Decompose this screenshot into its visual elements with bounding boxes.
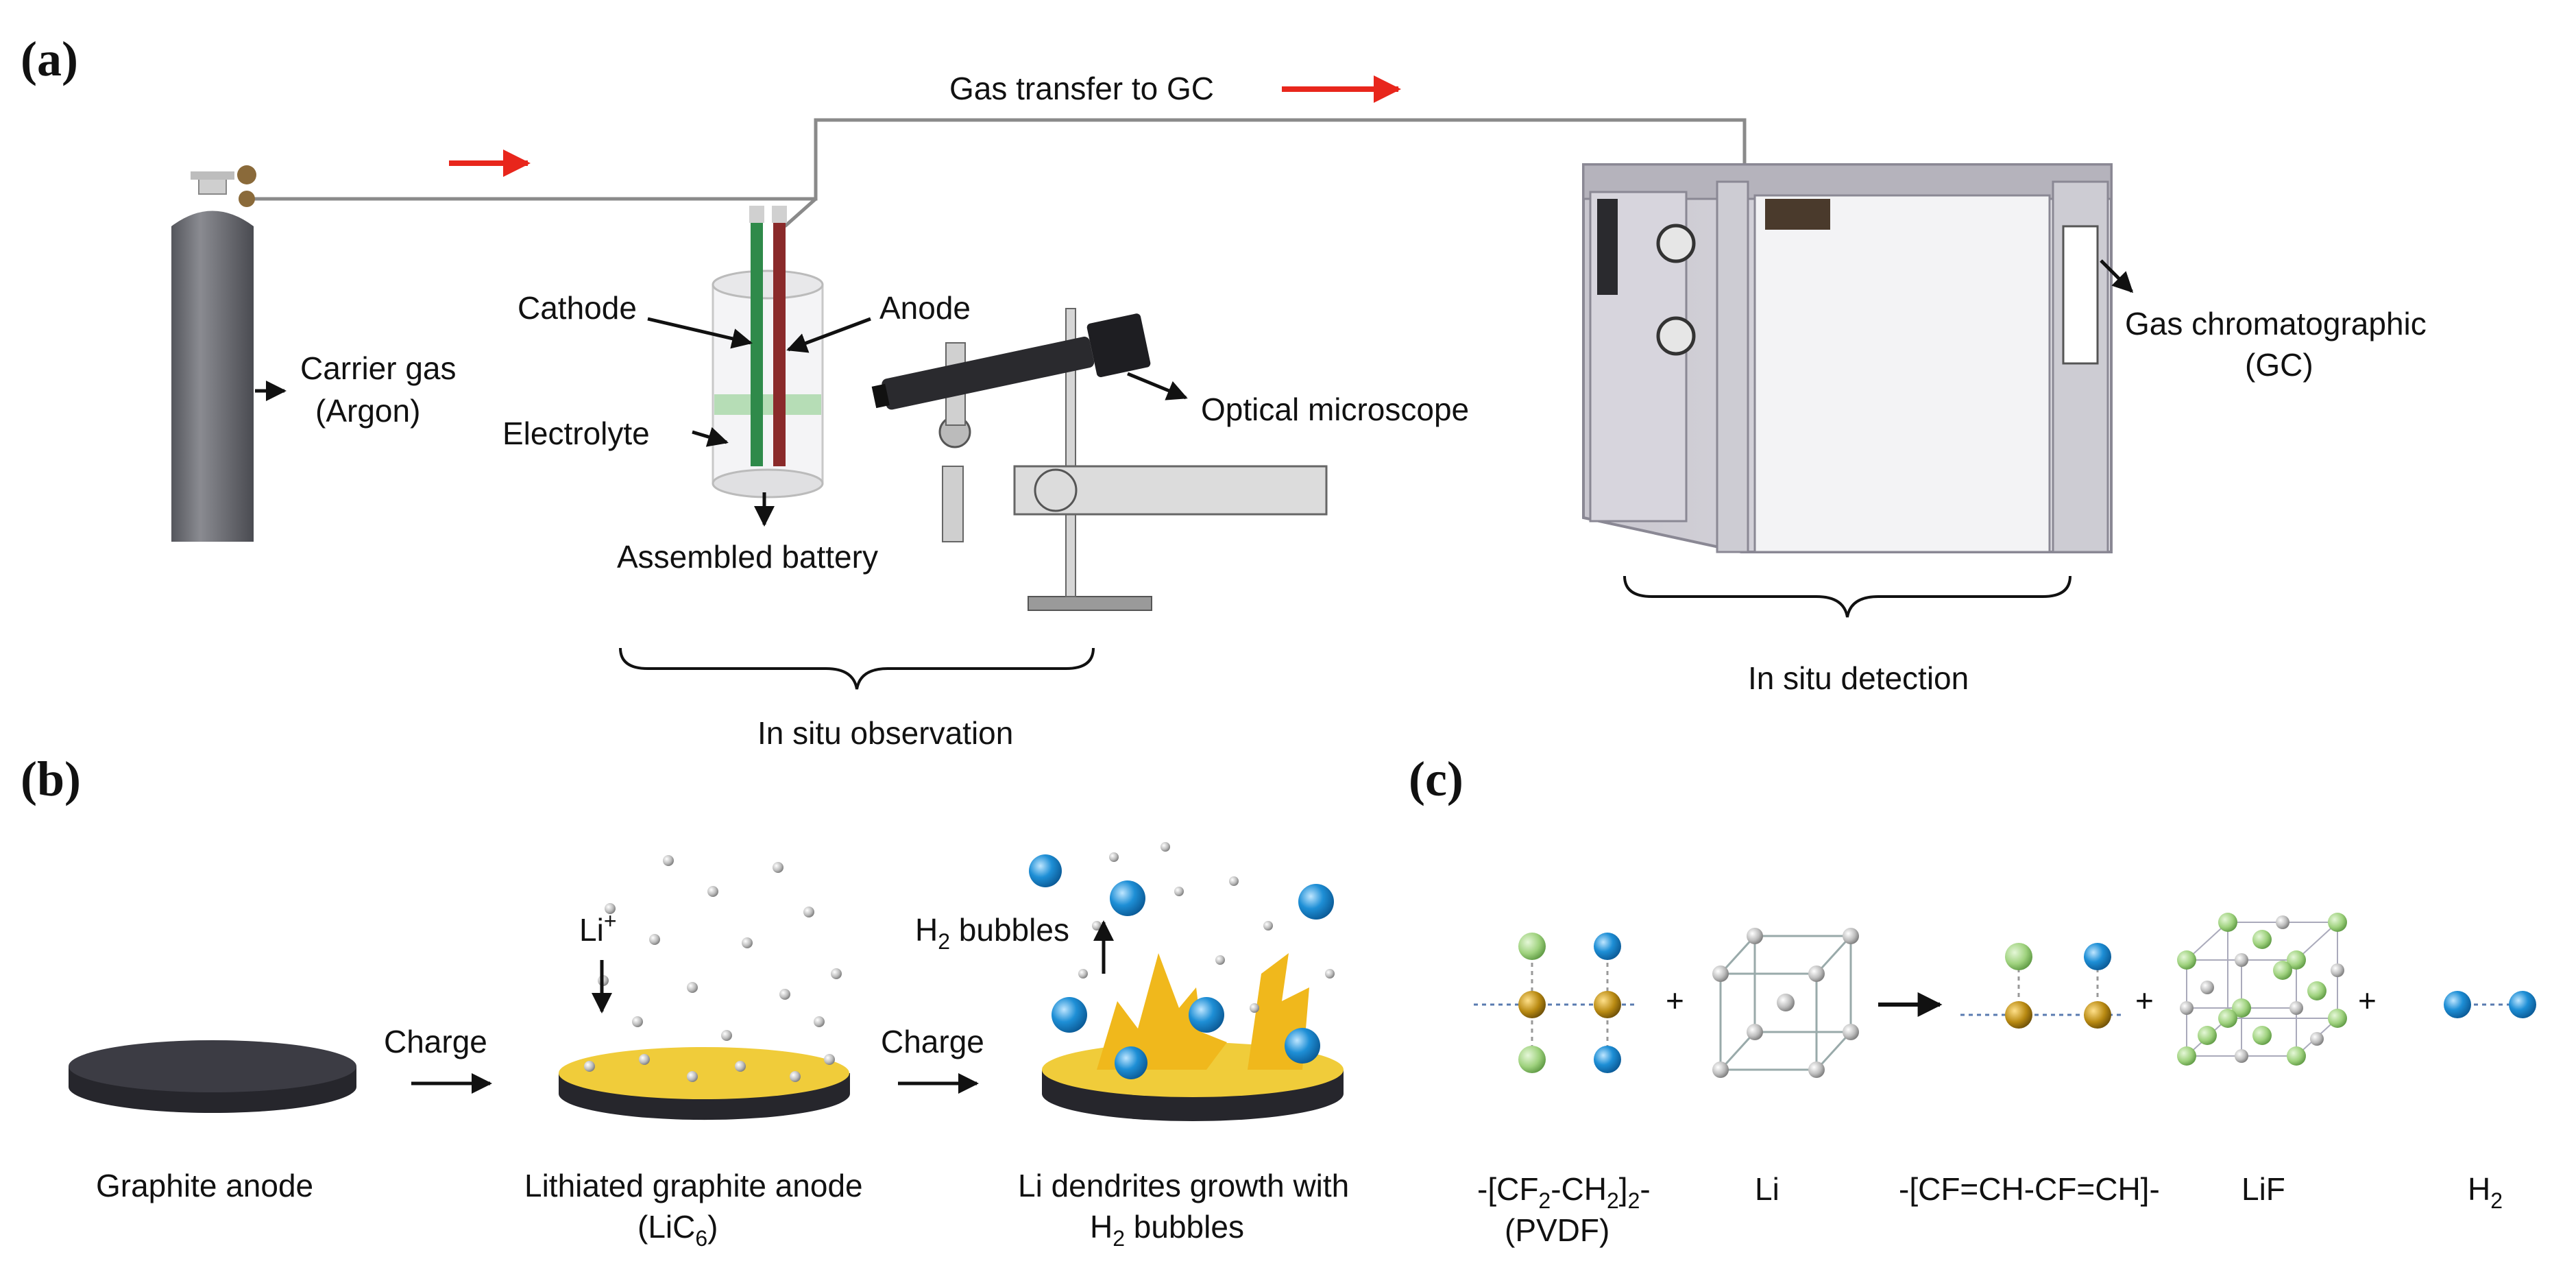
anode-pointer [786,317,871,353]
product-molecule [1960,943,2125,1029]
li-atoms [1712,928,1859,1078]
graphite-anode-label: Graphite anode [96,1168,313,1203]
dendrites-sublabel: H2 bubbles [1090,1209,1244,1251]
anode-label: Anode [879,290,971,326]
observation-brace [619,647,1095,690]
lithiated-anode-formula: (LiC6) [637,1209,718,1251]
cathode-label: Cathode [518,290,637,326]
h2-molecule [2444,991,2536,1018]
product-label: -[CF=CH-CF=CH]- [1899,1171,2160,1207]
lif-label: LiF [2241,1171,2285,1207]
h2-label: H2 [2468,1171,2503,1213]
gc-pointer [2100,259,2134,293]
carrier-gas-sublabel: (Argon) [315,393,420,429]
li-ion-dots-b3 [1078,842,1335,1013]
gc-sublabel: (GC) [2245,347,2313,383]
li-ion-dots [584,855,842,1082]
assembled-battery-label: Assembled battery [617,539,878,575]
graphite-disk [69,1040,356,1113]
plus-sign-2: + [2135,983,2154,1018]
microscope-pointer [1127,372,1188,400]
plus-sign-1: + [1666,983,1684,1018]
lif-crystal [2177,913,2347,1066]
panel-c-tag: (c) [1409,752,1463,806]
panel-b-tag: (b) [21,752,81,806]
optical-microscope-label: Optical microscope [1201,392,1469,427]
plus-sign-3: + [2358,983,2377,1018]
optical-microscope [871,308,1328,611]
electrolyte-label: Electrolyte [502,416,650,451]
h2-bubbles [1029,854,1334,1079]
cathode-pointer [647,317,753,349]
h2-bubbles-label: H2 bubbles [915,912,1069,954]
pvdf-formula: -[CF2-CH2]2- [1477,1171,1651,1213]
electrolyte-pointer [692,427,729,447]
lithiated-disk [559,1047,850,1120]
assembled-battery [712,206,824,499]
charge-label-1: Charge [384,1024,487,1059]
gas-transfer-label: Gas transfer to GC [949,71,1214,106]
pvdf-molecule [1474,933,1638,1073]
li-crystal [1719,935,1852,1071]
detection-brace [1623,575,2071,618]
panel-a-tag: (a) [21,32,78,86]
gc-label: Gas chromatographic [2125,306,2427,341]
gas-line [247,118,1747,228]
lithiated-anode-label: Lithiated graphite anode [524,1168,863,1203]
li-ion-label: Li+ [579,909,617,948]
pvdf-label: (PVDF) [1505,1212,1609,1248]
gc-instrument [1582,163,2113,553]
gas-cylinder [171,165,256,542]
charge-label-2: Charge [881,1024,984,1059]
dendrites-label: Li dendrites growth with [1018,1168,1349,1203]
in-situ-observation-label: In situ observation [757,715,1013,751]
carrier-gas-label: Carrier gas [300,350,457,386]
li-label: Li [1755,1171,1779,1207]
in-situ-detection-label: In situ detection [1748,660,1969,696]
